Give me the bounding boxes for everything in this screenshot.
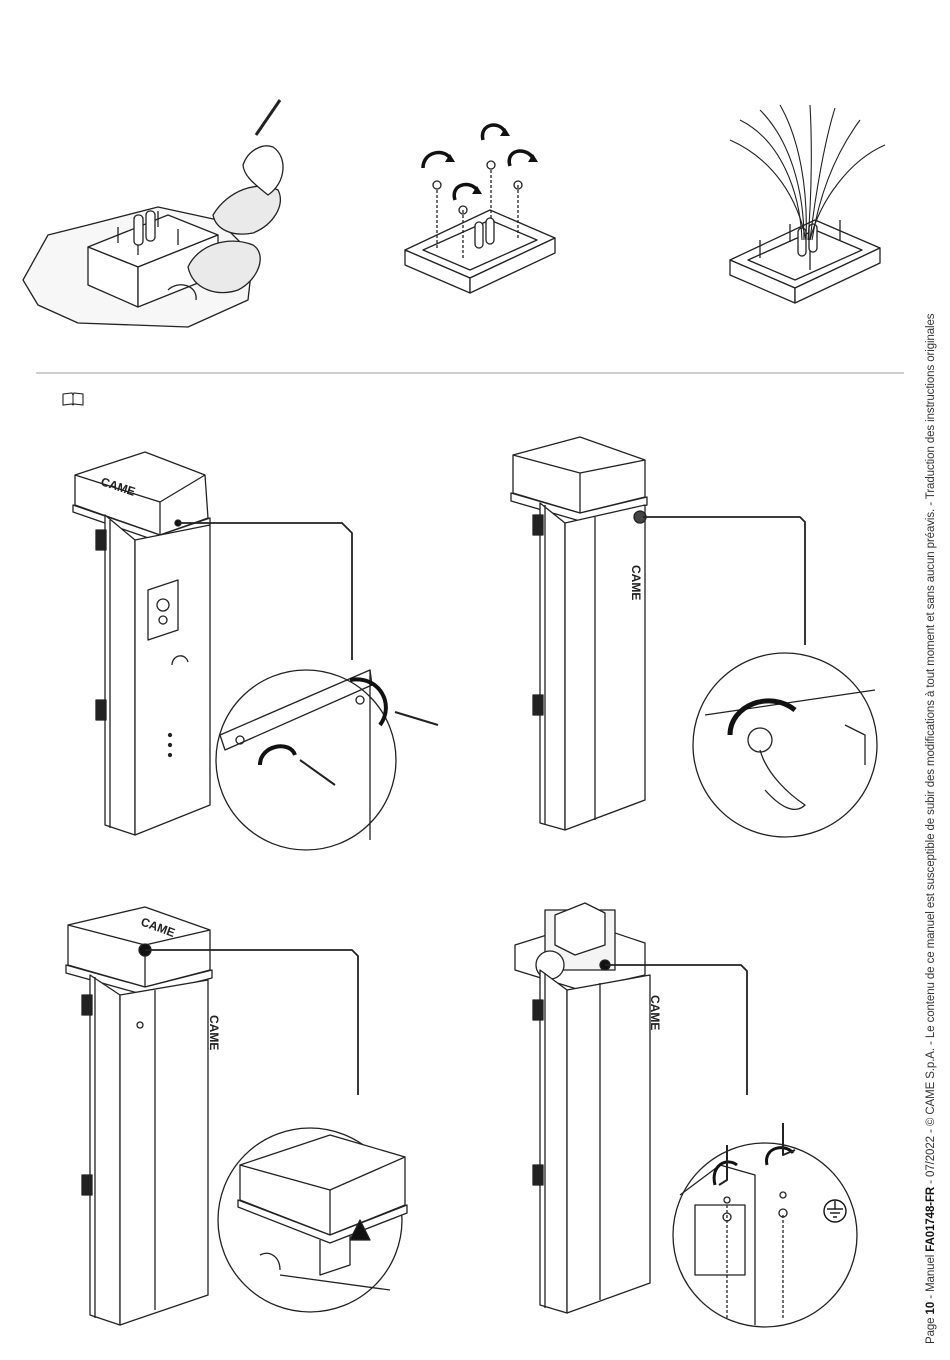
open-body-brand: CAME <box>648 995 662 1030</box>
nuts-removal-illustration <box>395 110 575 310</box>
footer-manual-code: FA01748-FR <box>925 1187 937 1252</box>
section-divider <box>36 372 904 374</box>
footer-page-number: 10 <box>925 1302 937 1315</box>
cabinet-key-illustration: CAME <box>505 435 925 865</box>
footer-page-prefix: Page <box>925 1314 937 1344</box>
footer-manual-prefix: - Manuel <box>925 1252 937 1302</box>
concrete-pouring-illustration <box>18 95 318 335</box>
ground-connection-illustration: CAME <box>505 895 925 1350</box>
cabinet-screws-illustration: CAME <box>60 440 460 860</box>
page-footer: Page 10 - Manuel FA01748-FR - 07/2022 - … <box>925 314 937 1344</box>
cables-through-base-illustration <box>720 100 900 315</box>
book-icon <box>62 392 84 406</box>
cabinet-brand-side: CAME <box>629 565 643 600</box>
body-brand: CAME <box>207 1015 221 1050</box>
footer-rest: - 07/2022 - © CAME S.p.A. - Le contenu d… <box>925 314 937 1187</box>
cover-lift-illustration: CAME CAME <box>60 895 460 1345</box>
